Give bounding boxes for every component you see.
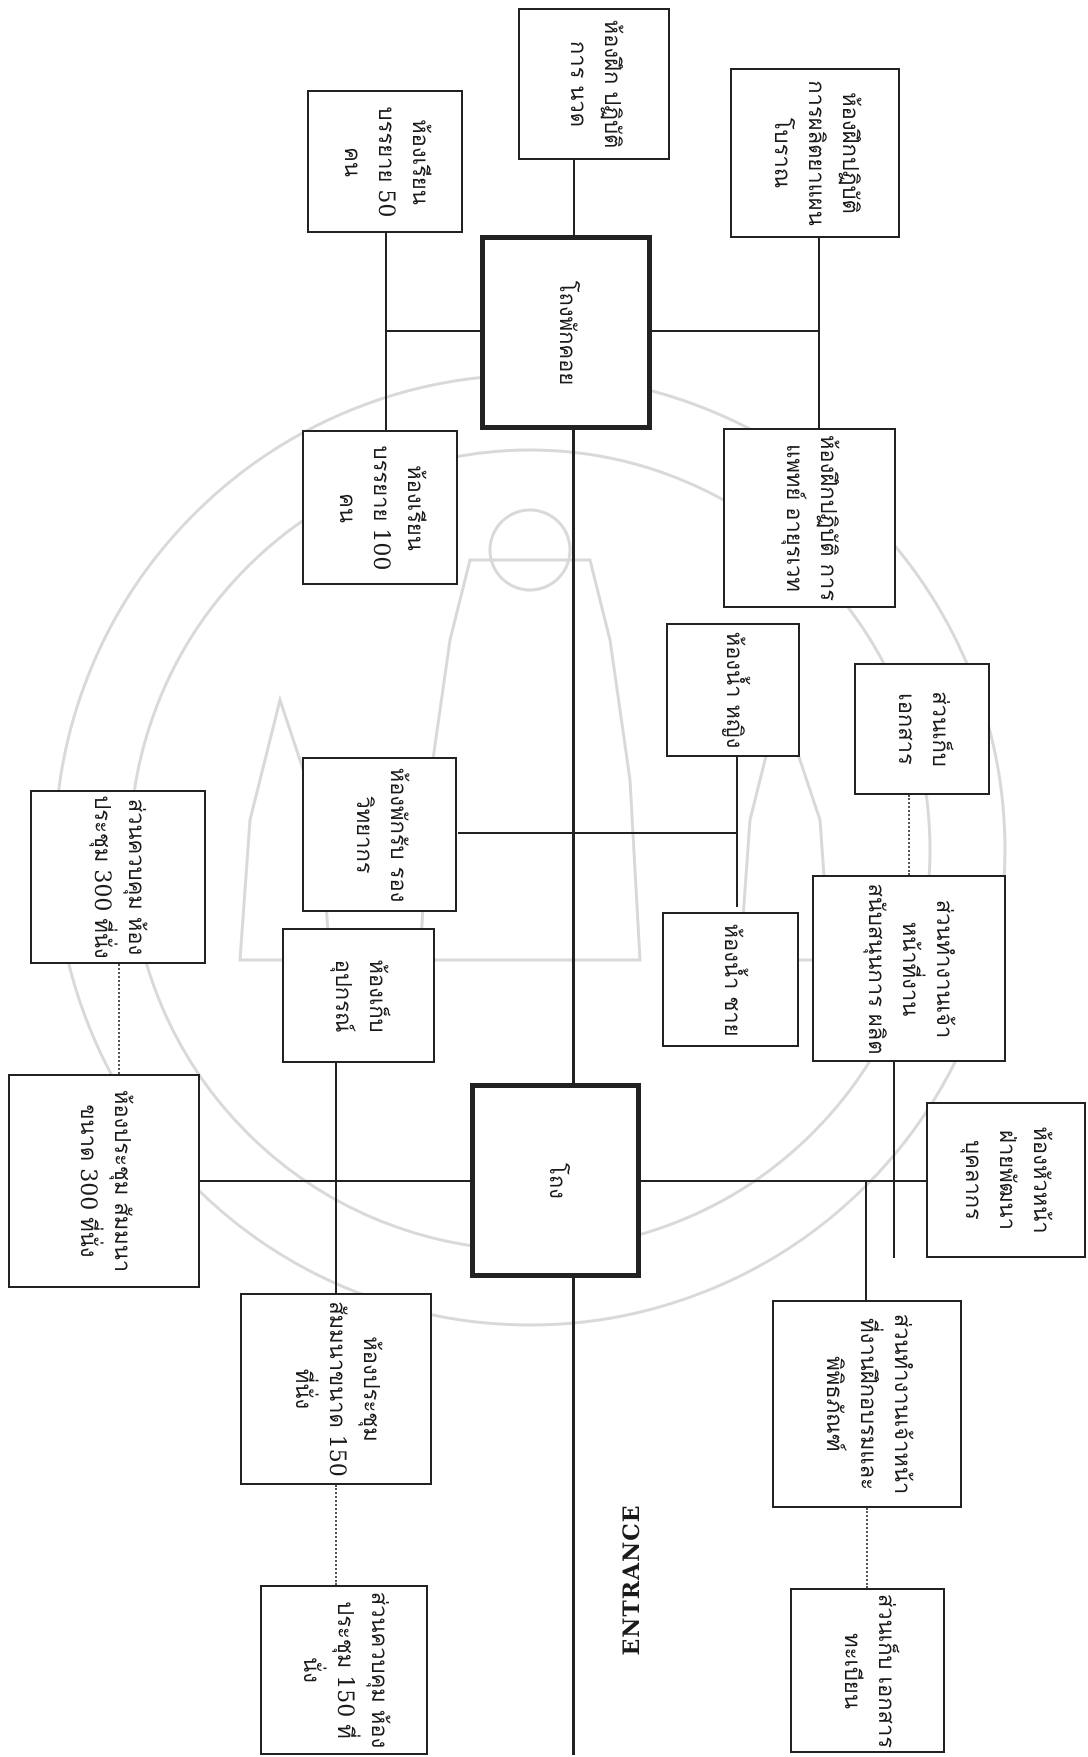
connector	[652, 330, 820, 332]
room-label: ห้องฝึกปฏิบัติ การผลิตยาแผน โบราณ	[768, 80, 863, 226]
room-label: ส่วนเก็บ เอกสาร	[893, 691, 953, 767]
room-label: ส่วนเก็บ เอกสาร ทะเบียน	[838, 1593, 898, 1748]
connector	[641, 1180, 926, 1182]
connector	[893, 1062, 895, 1258]
room-hr-head: ห้องหัวหน้า ฝ่ายพัฒนา บุคลากร	[926, 1102, 1086, 1258]
room-label: ห้องฝึก ปฏิบัติการ นวด	[565, 19, 625, 149]
room-ayurveda-practice: ห้องฝึกปฏิบัติ การแพทย์ อายุรเวท	[723, 428, 896, 608]
dotted-link	[908, 795, 910, 875]
room-label: ห้องน้ำ ชาย	[718, 922, 744, 1037]
room-massage-practice: ห้องฝึก ปฏิบัติการ นวด	[518, 8, 670, 160]
room-label: ส่วนทำงานเจ้าหน้า ที่งานฝึกอบรมและ พิพิธ…	[820, 1313, 915, 1495]
room-toilet-female: ห้องน้ำ หญิง	[666, 623, 800, 757]
room-label: ห้องน้ำ หญิง	[721, 631, 747, 749]
room-equipment-storage: ห้องเก็บ อุปกรณ์	[282, 928, 435, 1063]
connector	[818, 238, 820, 428]
room-lecture-100: ห้องเรียน บรรยาย 100 คน	[302, 430, 458, 585]
room-thai-medicine-production: ห้องฝึกปฏิบัติ การผลิตยาแผน โบราณ	[730, 68, 900, 238]
room-lecture-50: ห้องเรียน บรรยาย 50 คน	[307, 90, 463, 233]
room-document-storage: ส่วนเก็บ เอกสาร	[854, 663, 990, 795]
room-label: ห้องประชุม สัมมนาขนาด 150 ที่นั่ง	[289, 1301, 384, 1477]
lounge-label: โถงพักคอย	[554, 280, 580, 385]
room-registry-storage: ส่วนเก็บ เอกสาร ทะเบียน	[790, 1588, 945, 1753]
entrance-label: ENTRANCE	[619, 1504, 645, 1656]
room-label: ส่วนทำงานเจ้า หน้าที่งาน สนับสนุนการ ผลิ…	[862, 882, 957, 1055]
dotted-link	[866, 1508, 868, 1588]
room-label: ห้องฝึกปฏิบัติ การแพทย์ อายุรเวท	[780, 434, 840, 602]
lobby-hub: โถง	[470, 1083, 641, 1278]
room-label: ส่วนควบคุม ห้องประชุม 300 ที่นั่ง	[89, 795, 149, 959]
lounge-hub: โถงพักคอย	[480, 235, 652, 430]
room-label: ห้องเรียน บรรยาย 100 คน	[333, 445, 428, 570]
connector	[385, 330, 480, 332]
room-toilet-male: ห้องน้ำ ชาย	[662, 912, 799, 1047]
room-speaker-lounge: ห้องพักรับ รองวิทยากร	[302, 757, 457, 912]
room-label: ห้องเก็บ อุปกรณ์	[329, 958, 389, 1033]
connector	[458, 832, 738, 834]
room-seminar-150: ห้องประชุม สัมมนาขนาด 150 ที่นั่ง	[240, 1293, 432, 1485]
connector	[736, 757, 738, 907]
connector	[865, 1180, 867, 1300]
room-label: ห้องประชุม สัมมนาขนาด 300 ที่นั่ง	[75, 1089, 135, 1273]
dotted-link	[335, 1485, 337, 1585]
room-label: ห้องหัวหน้า ฝ่ายพัฒนา บุคลากร	[959, 1126, 1054, 1234]
room-label: ห้องพักรับ รองวิทยากร	[350, 767, 410, 902]
connector	[385, 233, 387, 430]
main-axis-line	[572, 385, 575, 1755]
room-seminar-300: ห้องประชุม สัมมนาขนาด 300 ที่นั่ง	[8, 1074, 200, 1288]
dotted-link	[118, 964, 120, 1074]
connector	[335, 1063, 337, 1293]
room-training-museum-staff: ส่วนทำงานเจ้าหน้า ที่งานฝึกอบรมและ พิพิธ…	[772, 1300, 962, 1508]
room-control-150: ส่วนควบคุม ห้องประชุม 150 ที่นั่ง	[260, 1585, 428, 1755]
connector	[573, 160, 575, 235]
room-control-300: ส่วนควบคุม ห้องประชุม 300 ที่นั่ง	[30, 790, 206, 964]
lobby-label: โถง	[543, 1162, 569, 1199]
room-production-support-staff: ส่วนทำงานเจ้า หน้าที่งาน สนับสนุนการ ผลิ…	[812, 875, 1006, 1062]
room-label: ห้องเรียน บรรยาย 50 คน	[338, 106, 433, 217]
room-label: ส่วนควบคุม ห้องประชุม 150 ที่นั่ง	[297, 1591, 392, 1749]
